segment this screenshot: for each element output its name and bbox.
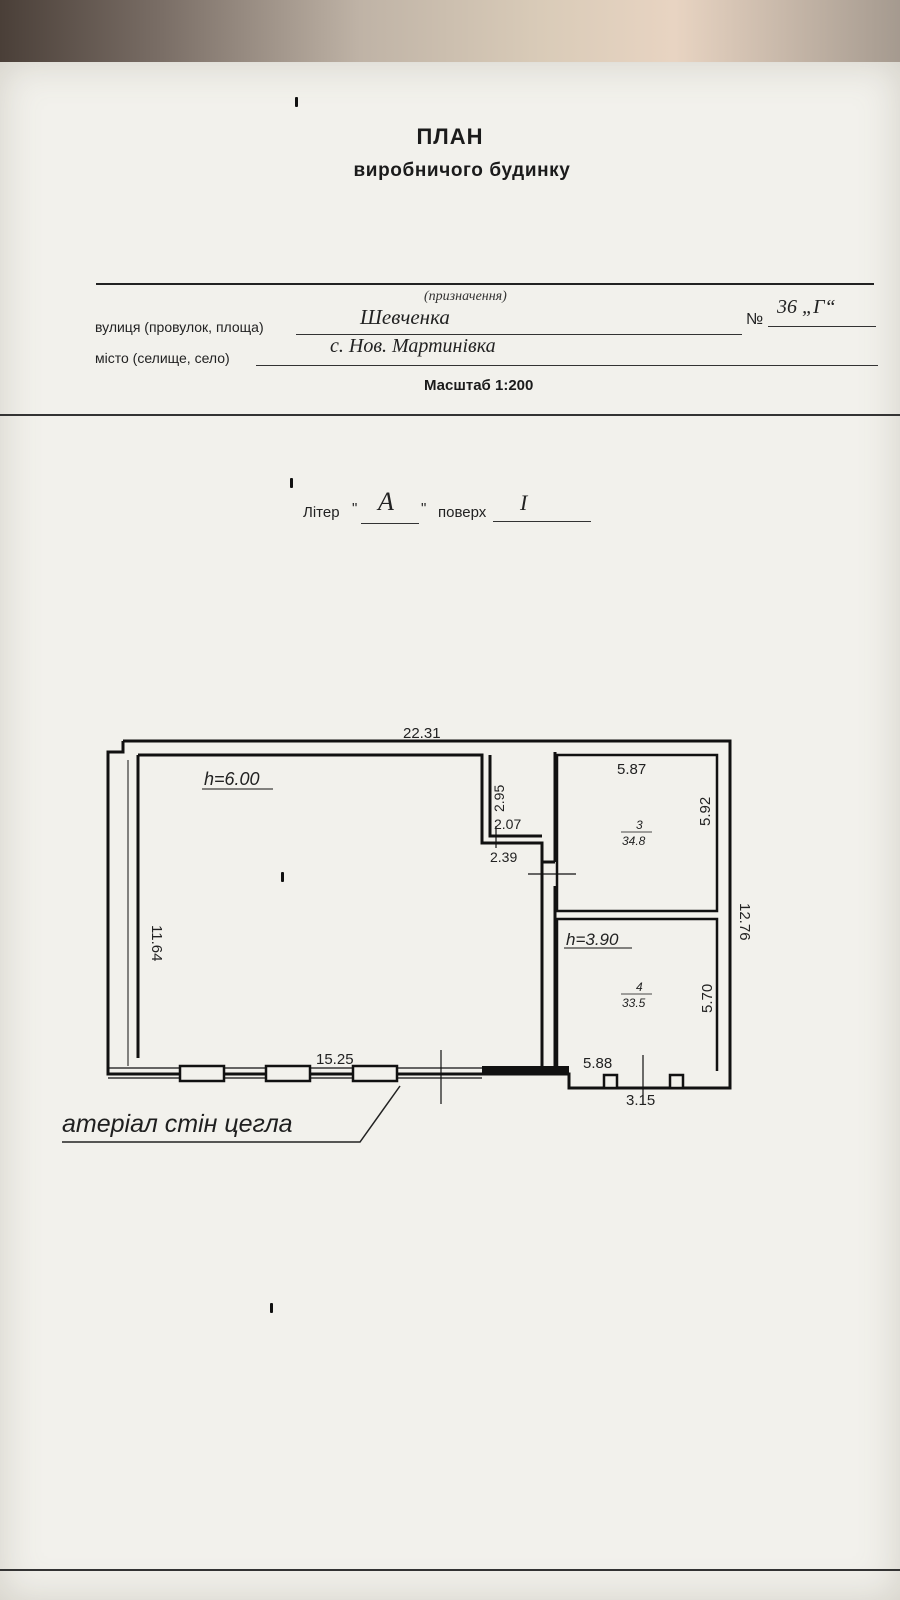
window [351, 1064, 399, 1083]
street-fill-line [296, 334, 742, 335]
dim-front-offset: 3.15 [626, 1092, 655, 1109]
punch-mark [270, 1303, 273, 1313]
number-label: № [746, 311, 764, 328]
liter-fill-line [361, 523, 419, 524]
city-value: с. Нов. Мартинівка [330, 335, 496, 357]
city-label: місто (селище, село) [95, 350, 230, 366]
window [668, 1073, 685, 1090]
number-fill-line [768, 326, 876, 327]
room-4-outline [555, 917, 719, 1074]
material-callout-line [62, 1085, 401, 1143]
main-hall-height: h=6.00 [204, 769, 260, 789]
number-value: 36 „Г“ [777, 296, 836, 318]
dim-room4-front: 5.88 [583, 1055, 612, 1072]
purpose-line [96, 283, 874, 285]
main-hall-inner-wall [138, 753, 544, 1071]
punch-mark [295, 97, 298, 107]
room4-number: 4 [636, 980, 643, 994]
footer-divider [0, 1569, 900, 1571]
dim-main-hall-depth: 11.64 [148, 925, 165, 961]
dim-nook-depth: 2.95 [491, 785, 507, 812]
document-sheet [0, 62, 900, 1600]
dim-overall-width: 22.31 [403, 725, 441, 742]
liter-quote-close: " [421, 500, 427, 517]
dim-room4-depth: 5.70 [699, 984, 716, 1013]
punch-mark [290, 478, 293, 488]
floor-label: поверх [438, 504, 487, 521]
front-wall-segment [482, 1066, 569, 1074]
city-fill-line [256, 365, 878, 366]
wall-material-label: атеріал стін цегла [62, 1110, 293, 1138]
room4-area: 33.5 [622, 996, 646, 1010]
nook-wall [488, 755, 542, 838]
outer-wall [106, 739, 732, 1090]
dim-room3-width: 5.87 [617, 761, 646, 778]
dim-nook-outer: 2.39 [490, 849, 517, 865]
room4-height: h=3.90 [566, 930, 619, 949]
liter-label: Літер [303, 504, 340, 521]
street-label: вулиця (провулок, площа) [95, 319, 264, 335]
dim-nook-width: 2.07 [494, 816, 521, 832]
dim-room3-depth: 5.92 [697, 797, 714, 826]
scale-label: Масштаб 1:200 [424, 377, 534, 394]
punch-mark [281, 872, 284, 882]
room3-area: 34.8 [622, 834, 646, 848]
purpose-caption: (призначення) [424, 289, 507, 304]
room3-number: 3 [636, 818, 643, 832]
page-subtitle: виробничого будинку [353, 160, 571, 181]
room-3-outline [555, 753, 719, 913]
dim-overall-depth-right: 12.76 [736, 903, 753, 941]
dim-main-hall-front: 15.25 [316, 1051, 354, 1068]
header-divider [0, 414, 900, 416]
street-value: Шевченка [360, 305, 450, 329]
window [178, 1064, 226, 1083]
window [264, 1064, 312, 1083]
liter-quote-open: " [352, 500, 358, 517]
floor-value: I [520, 490, 528, 515]
window [602, 1073, 619, 1090]
page-title: ПЛАН [416, 124, 484, 149]
floor-fill-line [493, 521, 591, 522]
liter-value: А [378, 487, 394, 516]
